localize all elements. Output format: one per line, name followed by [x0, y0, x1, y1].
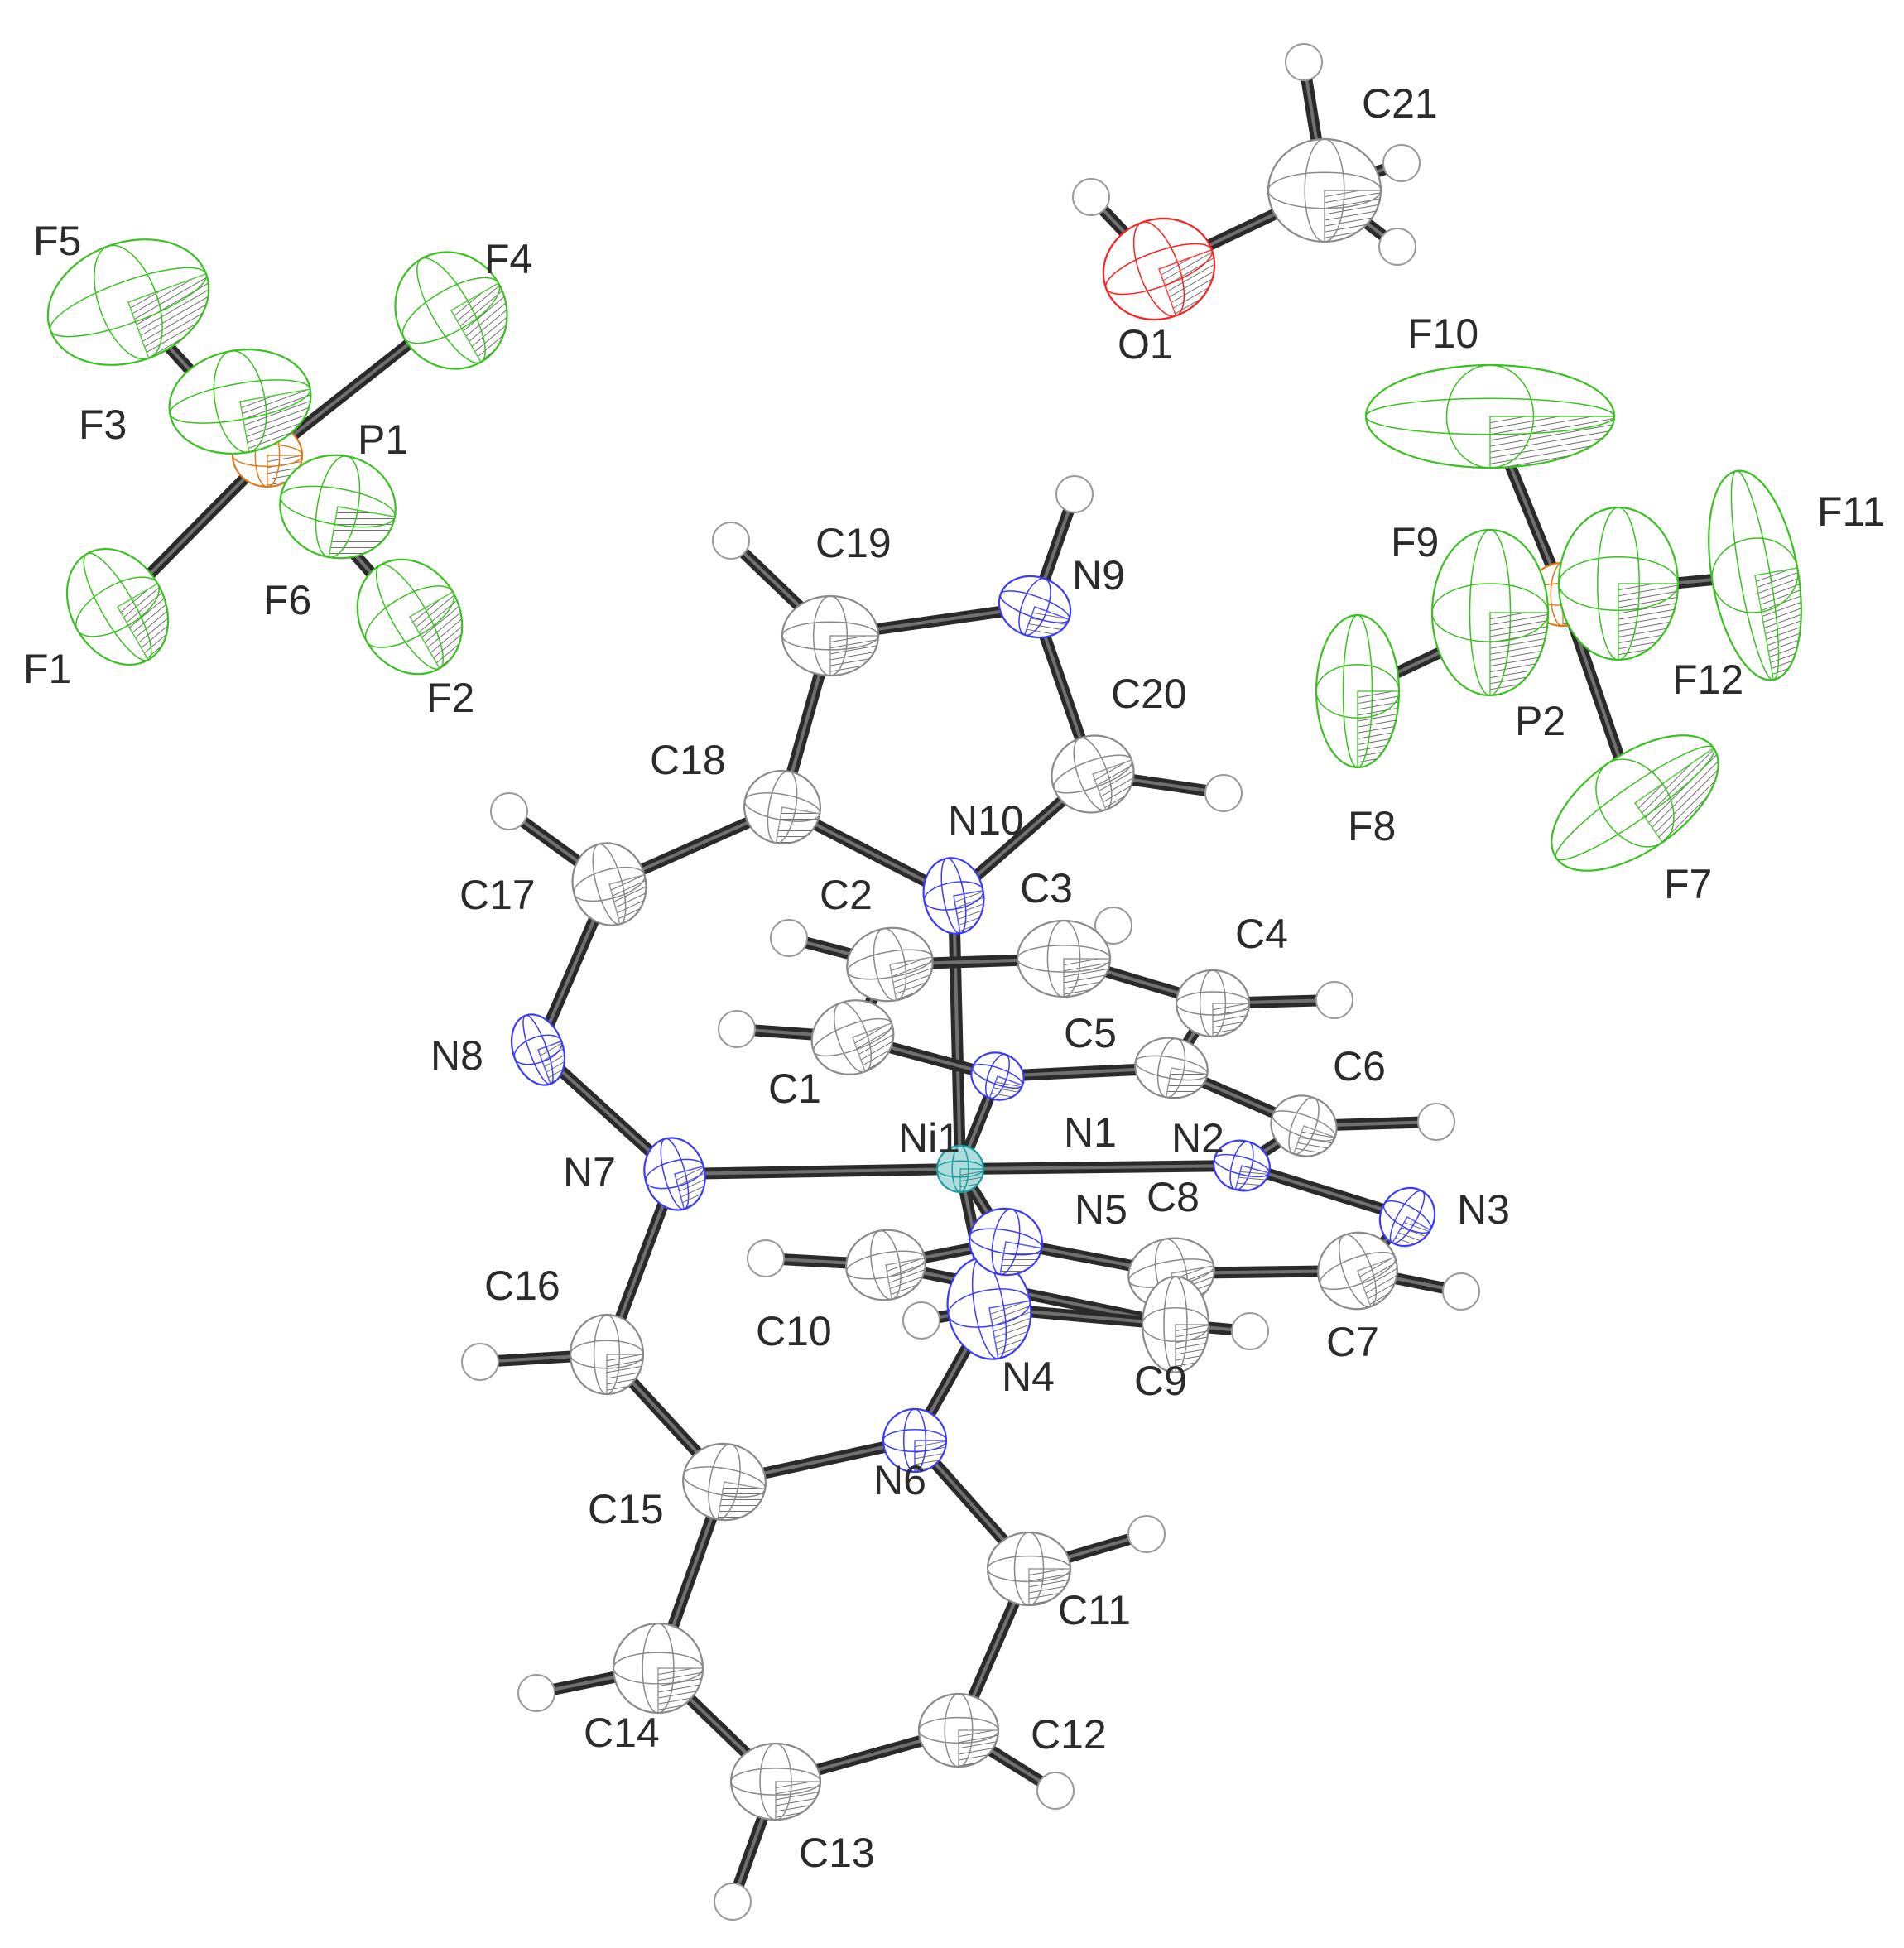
atom-f11 [1708, 469, 1802, 681]
label-f2: F2 [426, 675, 474, 721]
atom-c7 [1317, 1231, 1398, 1311]
atom-n5 [969, 1207, 1043, 1277]
atom-n2 [1213, 1139, 1271, 1192]
atom-n8 [510, 1013, 566, 1086]
label-n8: N8 [430, 1032, 483, 1079]
atom-f5 [46, 238, 210, 366]
label-o1: O1 [1118, 321, 1173, 368]
label-n10: N10 [948, 797, 1024, 844]
label-c2: C2 [820, 872, 873, 918]
label-c4: C4 [1235, 911, 1288, 957]
label-f5: F5 [33, 218, 81, 264]
bond-Ni1-N10 [948, 890, 966, 1175]
label-c6: C6 [1333, 1043, 1386, 1089]
label-c7: C7 [1326, 1319, 1379, 1365]
label-c13: C13 [799, 1830, 875, 1876]
atom-c20 [1051, 734, 1135, 814]
label-c10: C10 [756, 1308, 832, 1354]
atom-n7 [643, 1137, 706, 1211]
hydrogen-layer [461, 43, 1480, 1921]
label-n2: N2 [1171, 1115, 1224, 1162]
atom-f12 [1557, 506, 1680, 661]
label-c1: C1 [768, 1065, 821, 1112]
atom-f1 [65, 547, 170, 666]
atom-c5 [1134, 1037, 1209, 1099]
label-f1: F1 [23, 646, 71, 692]
atom-n10 [922, 857, 985, 935]
label-n5: N5 [1075, 1186, 1127, 1233]
label-n9: N9 [1072, 552, 1125, 599]
atom-c3 [1016, 919, 1112, 998]
atom-c16 [569, 1313, 645, 1396]
atom-ni1 [935, 1144, 985, 1194]
label-c16: C16 [484, 1263, 560, 1309]
atom-n9 [998, 575, 1072, 639]
atom-c12 [917, 1692, 1000, 1768]
label-c19: C19 [815, 520, 892, 566]
atom-c13 [729, 1742, 822, 1821]
atom-c14 [612, 1622, 704, 1715]
atom-c9 [1141, 1275, 1210, 1374]
label-f10: F10 [1407, 310, 1478, 357]
atom-f10 [1364, 363, 1616, 469]
atom-f9 [1430, 528, 1550, 697]
label-n7: N7 [563, 1149, 616, 1195]
label-ni1: Ni1 [898, 1115, 960, 1162]
label-c21: C21 [1362, 80, 1438, 127]
label-c12: C12 [1031, 1711, 1107, 1758]
atom-c17 [571, 842, 647, 926]
bond-Ni1-N7 [669, 1163, 966, 1180]
atom-f4 [394, 251, 508, 370]
atom-f2 [356, 558, 464, 676]
label-c15: C15 [588, 1486, 664, 1532]
atom-n1 [970, 1051, 1025, 1101]
atom-c6 [1270, 1094, 1338, 1157]
label-p1: P1 [358, 416, 408, 463]
atoms-layer [46, 137, 1802, 1821]
label-p2: P2 [1515, 698, 1565, 744]
atom-o1 [1102, 217, 1216, 321]
label-n3: N3 [1457, 1186, 1510, 1233]
atom-n6 [882, 1407, 948, 1474]
atom-c19 [781, 594, 880, 677]
label-c14: C14 [584, 1710, 660, 1756]
atom-f6 [279, 454, 397, 560]
label-f7: F7 [1664, 861, 1712, 907]
atom-c18 [743, 769, 822, 845]
label-f4: F4 [484, 236, 532, 282]
atom-c4 [1175, 969, 1251, 1038]
label-n4: N4 [1002, 1354, 1055, 1400]
bond-Ni1-N2 [954, 1160, 1248, 1175]
label-c3: C3 [1020, 865, 1073, 911]
label-n6: N6 [873, 1457, 926, 1503]
atom-f7 [1551, 734, 1719, 872]
label-c11: C11 [1058, 1587, 1131, 1633]
label-c9: C9 [1134, 1358, 1187, 1404]
label-c8: C8 [1147, 1174, 1200, 1220]
label-f11: F11 [1817, 488, 1885, 535]
atom-f3 [168, 349, 312, 455]
atom-n3 [1378, 1186, 1436, 1248]
atom-c15 [682, 1442, 767, 1522]
label-f3: F3 [79, 402, 127, 448]
label-f6: F6 [263, 577, 311, 623]
label-c17: C17 [459, 872, 536, 918]
label-c18: C18 [650, 737, 726, 783]
label-f8: F8 [1348, 803, 1396, 849]
atom-c1 [810, 999, 895, 1075]
label-f12: F12 [1672, 657, 1743, 703]
atom-c11 [986, 1531, 1072, 1607]
atom-c10 [845, 1229, 926, 1301]
label-c5: C5 [1064, 1010, 1117, 1056]
atom-c2 [846, 926, 934, 1003]
atom-c21 [1267, 137, 1382, 243]
hydrogen-C7-5 [1352, 1265, 1480, 1311]
label-n1: N1 [1064, 1109, 1117, 1156]
label-c20: C20 [1111, 671, 1187, 717]
atom-f8 [1315, 613, 1401, 769]
label-f9: F9 [1391, 519, 1439, 565]
